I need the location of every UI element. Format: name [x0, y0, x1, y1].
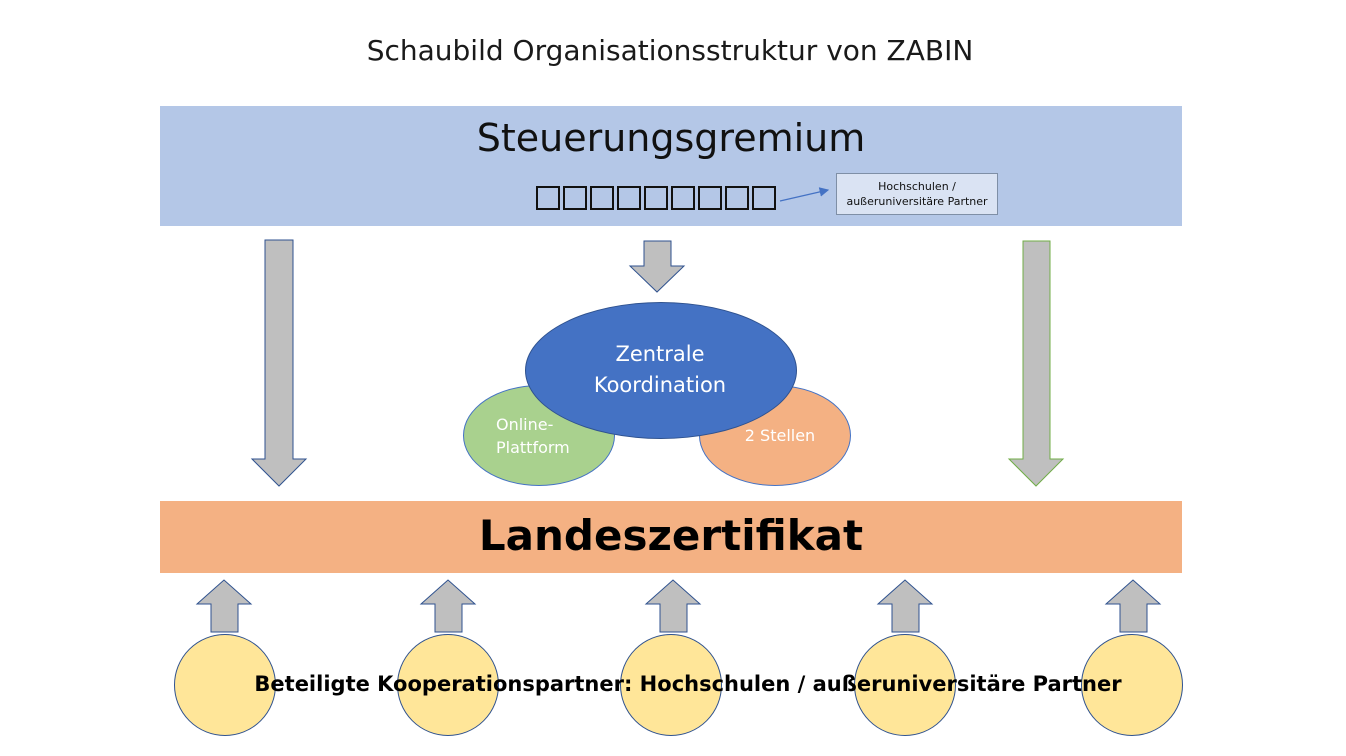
gremium-members-row [536, 186, 776, 210]
member-box [590, 186, 614, 210]
steuerungsgremium-label: Steuerungsgremium [476, 116, 866, 160]
zentrale-line2: Koordination [593, 373, 727, 397]
zentrale-koordination-ellipse [525, 302, 797, 439]
hochschulen-partner-box: Hochschulen / außeruniversitäre Partner [836, 173, 998, 215]
member-box [752, 186, 776, 210]
up-arrow-4 [876, 579, 934, 633]
member-box [698, 186, 722, 210]
kooperationspartner-label: Beteiligte Kooperationspartner: Hochschu… [254, 672, 1122, 696]
partner-circle [397, 634, 499, 736]
up-arrow-2 [419, 579, 477, 633]
landeszertifikat-label: Landeszertifikat [478, 511, 864, 560]
partner-circle [854, 634, 956, 736]
stellen-label: 2 Stellen [744, 426, 816, 445]
landeszertifikat-bar [160, 501, 1182, 573]
member-box [617, 186, 641, 210]
member-box [536, 186, 560, 210]
up-arrow-3 [644, 579, 702, 633]
up-arrow-1 [195, 579, 253, 633]
partner-circle [174, 634, 276, 736]
zentrale-line1: Zentrale [615, 342, 705, 366]
down-arrow-left [250, 239, 308, 487]
member-box [563, 186, 587, 210]
member-box [644, 186, 668, 210]
zentrale-koordination-label: Zentrale Koordination [560, 339, 760, 401]
member-box [725, 186, 749, 210]
partner-circle [1081, 634, 1183, 736]
online-plattform-label: Online- Plattform [496, 413, 586, 459]
online-line2: Plattform [496, 438, 570, 457]
online-line1: Online- [496, 415, 554, 434]
connector-line [779, 187, 830, 202]
down-arrow-center [628, 240, 686, 293]
down-arrow-right [1007, 240, 1065, 487]
up-arrow-5 [1104, 579, 1162, 633]
diagram-title: Schaubild Organisationsstruktur von ZABI… [366, 34, 974, 67]
partner-circle [620, 634, 722, 736]
partner-box-line2: außeruniversitäre Partner [846, 195, 988, 208]
member-box [671, 186, 695, 210]
partner-box-line1: Hochschulen / [878, 180, 956, 193]
